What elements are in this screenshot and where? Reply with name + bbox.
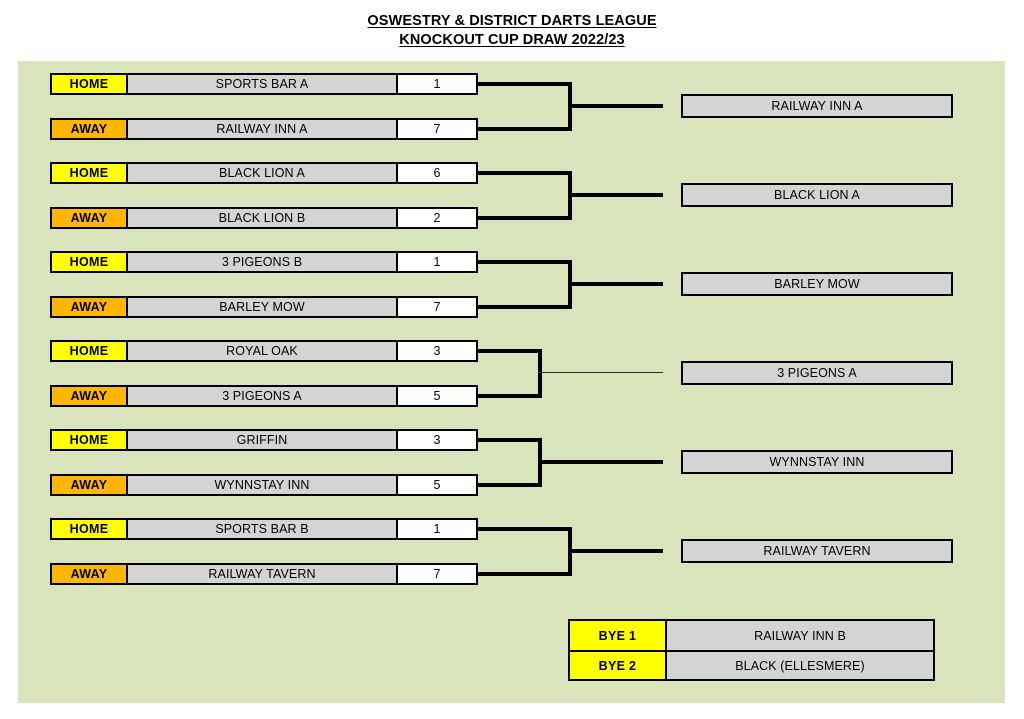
team-name-cell[interactable]: WYNNSTAY INN bbox=[128, 474, 398, 496]
bracket-connector-out bbox=[538, 372, 663, 373]
winner-box[interactable]: RAILWAY INN A bbox=[681, 94, 953, 118]
team-name-cell[interactable]: SPORTS BAR A bbox=[128, 73, 398, 95]
bye-team-name[interactable]: BLACK (ELLESMERE) bbox=[667, 652, 933, 679]
team-name-cell[interactable]: RAILWAY INN A bbox=[128, 118, 398, 140]
bracket-connector-bottom bbox=[477, 216, 572, 220]
score-cell[interactable]: 7 bbox=[398, 296, 478, 318]
home-label: HOME bbox=[50, 162, 128, 184]
winner-box[interactable]: WYNNSTAY INN bbox=[681, 450, 953, 474]
away-label: AWAY bbox=[50, 474, 128, 496]
score-cell[interactable]: 1 bbox=[398, 518, 478, 540]
bye-row[interactable]: BYE 1 RAILWAY INN B bbox=[570, 621, 933, 650]
bracket-connector-bottom bbox=[477, 572, 572, 576]
home-label: HOME bbox=[50, 429, 128, 451]
team-name-cell[interactable]: BARLEY MOW bbox=[128, 296, 398, 318]
bracket-connector-out bbox=[538, 460, 663, 464]
score-cell[interactable]: 5 bbox=[398, 385, 478, 407]
title-line-1-text: OSWESTRY & DISTRICT DARTS LEAGUE bbox=[367, 13, 657, 29]
winner-box[interactable]: RAILWAY TAVERN bbox=[681, 539, 953, 563]
match-row[interactable]: AWAY BARLEY MOW 7 bbox=[50, 296, 478, 318]
team-name-cell[interactable]: RAILWAY TAVERN bbox=[128, 563, 398, 585]
bracket-connector-top bbox=[477, 82, 572, 86]
bracket-connector-out bbox=[568, 549, 663, 553]
bracket-connector-bottom bbox=[477, 394, 542, 398]
bracket-connector-bottom bbox=[477, 483, 542, 487]
title-line-2-text: KNOCKOUT CUP DRAW 2022/23 bbox=[399, 32, 625, 48]
away-label: AWAY bbox=[50, 563, 128, 585]
score-cell[interactable]: 1 bbox=[398, 73, 478, 95]
score-cell[interactable]: 5 bbox=[398, 474, 478, 496]
match-row[interactable]: AWAY RAILWAY INN A 7 bbox=[50, 118, 478, 140]
bracket-connector-out bbox=[568, 104, 663, 108]
team-name-cell[interactable]: BLACK LION A bbox=[128, 162, 398, 184]
match-row[interactable]: AWAY WYNNSTAY INN 5 bbox=[50, 474, 478, 496]
team-name-cell[interactable]: GRIFFIN bbox=[128, 429, 398, 451]
match-row[interactable]: HOME SPORTS BAR A 1 bbox=[50, 73, 478, 95]
team-name-cell[interactable]: 3 PIGEONS A bbox=[128, 385, 398, 407]
away-label: AWAY bbox=[50, 118, 128, 140]
bracket-connector-out bbox=[568, 282, 663, 286]
score-cell[interactable]: 1 bbox=[398, 251, 478, 273]
score-cell[interactable]: 7 bbox=[398, 118, 478, 140]
score-cell[interactable]: 7 bbox=[398, 563, 478, 585]
bye-table: BYE 1 RAILWAY INN B BYE 2 BLACK (ELLESME… bbox=[568, 619, 935, 681]
bracket-connector-top bbox=[477, 349, 542, 353]
bracket-connector-top bbox=[477, 260, 572, 264]
team-name-cell[interactable]: BLACK LION B bbox=[128, 207, 398, 229]
away-label: AWAY bbox=[50, 207, 128, 229]
winner-box[interactable]: BARLEY MOW bbox=[681, 272, 953, 296]
team-name-cell[interactable]: ROYAL OAK bbox=[128, 340, 398, 362]
match-row[interactable]: HOME BLACK LION A 6 bbox=[50, 162, 478, 184]
away-label: AWAY bbox=[50, 385, 128, 407]
home-label: HOME bbox=[50, 73, 128, 95]
bracket-connector-bottom bbox=[477, 127, 572, 131]
bracket-connector-out bbox=[568, 193, 663, 197]
bye-team-name[interactable]: RAILWAY INN B bbox=[667, 621, 933, 650]
match-row[interactable]: AWAY BLACK LION B 2 bbox=[50, 207, 478, 229]
score-cell[interactable]: 6 bbox=[398, 162, 478, 184]
match-row[interactable]: HOME SPORTS BAR B 1 bbox=[50, 518, 478, 540]
team-name-cell[interactable]: SPORTS BAR B bbox=[128, 518, 398, 540]
match-row[interactable]: HOME GRIFFIN 3 bbox=[50, 429, 478, 451]
home-label: HOME bbox=[50, 340, 128, 362]
page-title: OSWESTRY & DISTRICT DARTS LEAGUE KNOCKOU… bbox=[0, 12, 1024, 50]
bye-label: BYE 1 bbox=[570, 621, 667, 650]
winner-box[interactable]: BLACK LION A bbox=[681, 183, 953, 207]
winner-box[interactable]: 3 PIGEONS A bbox=[681, 361, 953, 385]
match-row[interactable]: HOME ROYAL OAK 3 bbox=[50, 340, 478, 362]
score-cell[interactable]: 3 bbox=[398, 340, 478, 362]
match-row[interactable]: HOME 3 PIGEONS B 1 bbox=[50, 251, 478, 273]
home-label: HOME bbox=[50, 251, 128, 273]
match-row[interactable]: AWAY RAILWAY TAVERN 7 bbox=[50, 563, 478, 585]
score-cell[interactable]: 3 bbox=[398, 429, 478, 451]
bye-row[interactable]: BYE 2 BLACK (ELLESMERE) bbox=[570, 650, 933, 679]
bracket-connector-top bbox=[477, 527, 572, 531]
bracket-connector-vertical bbox=[538, 349, 542, 398]
bracket-connector-top bbox=[477, 438, 542, 442]
match-row[interactable]: AWAY 3 PIGEONS A 5 bbox=[50, 385, 478, 407]
home-label: HOME bbox=[50, 518, 128, 540]
bye-label: BYE 2 bbox=[570, 652, 667, 679]
bracket-connector-top bbox=[477, 171, 572, 175]
title-line-1: OSWESTRY & DISTRICT DARTS LEAGUE bbox=[0, 12, 1024, 31]
team-name-cell[interactable]: 3 PIGEONS B bbox=[128, 251, 398, 273]
title-line-2: KNOCKOUT CUP DRAW 2022/23 bbox=[0, 31, 1024, 50]
score-cell[interactable]: 2 bbox=[398, 207, 478, 229]
away-label: AWAY bbox=[50, 296, 128, 318]
bracket-connector-bottom bbox=[477, 305, 572, 309]
bracket-board: HOME SPORTS BAR A 1 AWAY RAILWAY INN A 7… bbox=[18, 61, 1005, 703]
